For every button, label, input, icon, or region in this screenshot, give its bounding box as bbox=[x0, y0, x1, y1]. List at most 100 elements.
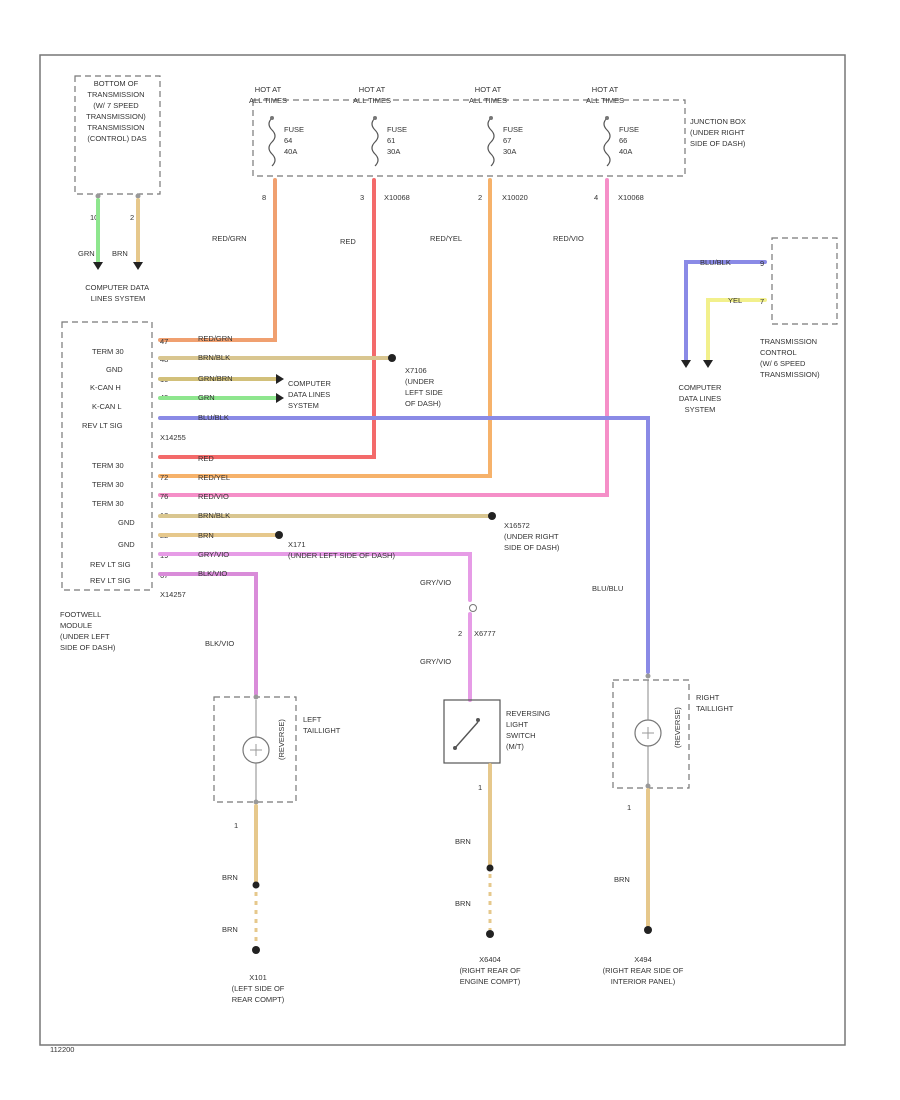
wire-red bbox=[158, 178, 376, 459]
svg-text:GND: GND bbox=[118, 540, 135, 549]
svg-text:(REVERSE): (REVERSE) bbox=[673, 707, 682, 748]
svg-text:2: 2 bbox=[458, 629, 462, 638]
top-left-brn-label: BRN bbox=[112, 249, 128, 258]
svg-text:GND: GND bbox=[118, 518, 135, 527]
jb-pin-4: 4 bbox=[594, 193, 598, 202]
jb-pin-3: 3 bbox=[360, 193, 364, 202]
svg-text:BRN: BRN bbox=[222, 873, 238, 882]
footer-code: 112200 bbox=[50, 1045, 74, 1054]
svg-text:GRN: GRN bbox=[198, 393, 215, 402]
transmission-right-box bbox=[771, 237, 838, 325]
svg-text:GRY/VIO: GRY/VIO bbox=[420, 657, 451, 666]
jb-pin-8: 8 bbox=[262, 193, 266, 202]
wire-red-vio bbox=[158, 178, 609, 497]
footwell-connector-2: X14257 bbox=[160, 590, 186, 599]
svg-text:BRN/BLK: BRN/BLK bbox=[198, 353, 230, 362]
svg-text:BLK/VIO: BLK/VIO bbox=[198, 569, 227, 578]
top-left-grn-label: GRN bbox=[78, 249, 95, 258]
svg-text:TERM 30: TERM 30 bbox=[92, 461, 124, 470]
svg-text:76: 76 bbox=[160, 492, 168, 501]
svg-text:RED: RED bbox=[198, 454, 214, 463]
svg-text:RED/GRN: RED/GRN bbox=[198, 334, 233, 343]
jb-pin-2: 2 bbox=[478, 193, 482, 202]
svg-text:REV LT SIG: REV LT SIG bbox=[90, 576, 131, 585]
svg-text:K-CAN H: K-CAN H bbox=[90, 383, 121, 392]
footwell-module: TERM 30 GND K-CAN H K-CAN L REV LT SIG T… bbox=[60, 321, 186, 652]
svg-text:BRN: BRN bbox=[455, 837, 471, 846]
svg-text:BRN: BRN bbox=[455, 899, 471, 908]
footwell-wires: RED/GRN BRN/BLK GRN/BRN GRN BLU/BLK RED … bbox=[158, 334, 650, 696]
svg-text:1: 1 bbox=[478, 783, 482, 792]
wire-blu-blk bbox=[158, 416, 650, 674]
svg-text:RED/YEL: RED/YEL bbox=[198, 473, 230, 482]
svg-text:TERM 30: TERM 30 bbox=[92, 347, 124, 356]
svg-text:GND: GND bbox=[106, 365, 123, 374]
jb-wire-label-redvio: RED/VIO bbox=[553, 234, 584, 243]
jb-conn-1: X10068 bbox=[384, 193, 410, 202]
jb-conn-2: X10020 bbox=[502, 193, 528, 202]
splice-x171: X171(UNDER LEFT SIDE OF DASH) bbox=[275, 531, 395, 560]
footwell-module-box bbox=[61, 321, 153, 591]
svg-text:47: 47 bbox=[160, 337, 168, 346]
top-left-system-label: COMPUTER DATA LINES SYSTEM bbox=[85, 283, 151, 303]
reverse-switch-box bbox=[443, 699, 501, 764]
wire-blk-vio bbox=[158, 572, 258, 696]
top-left-title: BOTTOM OF TRANSMISSION (W/ 7 SPEED TRANS… bbox=[86, 79, 148, 143]
junction-box-outline bbox=[252, 99, 686, 177]
top-left-pin-label-2: 2 bbox=[130, 213, 134, 222]
footwell-connector-1: X14255 bbox=[160, 433, 186, 442]
jb-wire-label-red: RED bbox=[340, 237, 356, 246]
svg-text:1: 1 bbox=[234, 821, 238, 830]
diagram-frame bbox=[39, 54, 846, 1046]
svg-text:GRY/VIO: GRY/VIO bbox=[198, 550, 229, 559]
svg-text:RED/VIO: RED/VIO bbox=[198, 492, 229, 501]
svg-text:7: 7 bbox=[760, 297, 764, 306]
jb-conn-3: X10068 bbox=[618, 193, 644, 202]
svg-text:(REVERSE): (REVERSE) bbox=[277, 719, 286, 760]
svg-text:TERM 30: TERM 30 bbox=[92, 480, 124, 489]
svg-text:K-CAN L: K-CAN L bbox=[92, 402, 122, 411]
svg-text:X171(UNDER LEFT SIDE OF DASH): X171(UNDER LEFT SIDE OF DASH) bbox=[288, 540, 395, 560]
svg-text:X6777: X6777 bbox=[474, 629, 496, 638]
wire-gry-vio bbox=[158, 552, 472, 602]
svg-text:BRN: BRN bbox=[614, 875, 630, 884]
junction-box-label: JUNCTION BOX (UNDER RIGHT SIDE OF DASH) bbox=[690, 117, 748, 148]
top-left-transmission-module: BOTTOM OF TRANSMISSION (W/ 7 SPEED TRANS… bbox=[74, 75, 161, 303]
svg-text:GRN/BRN: GRN/BRN bbox=[198, 374, 233, 383]
svg-text:BRN/BLK: BRN/BLK bbox=[198, 511, 230, 520]
svg-text:BLU/BLU: BLU/BLU bbox=[592, 584, 623, 593]
wire-red-yel bbox=[158, 178, 492, 478]
top-left-module-box bbox=[74, 75, 161, 195]
jb-wire-label-redgrn: RED/GRN bbox=[212, 234, 247, 243]
svg-text:REV LT SIG: REV LT SIG bbox=[82, 421, 123, 430]
svg-text:REV LT SIG: REV LT SIG bbox=[90, 560, 131, 569]
top-left-pin-10 bbox=[95, 193, 101, 199]
svg-text:9: 9 bbox=[760, 259, 764, 268]
